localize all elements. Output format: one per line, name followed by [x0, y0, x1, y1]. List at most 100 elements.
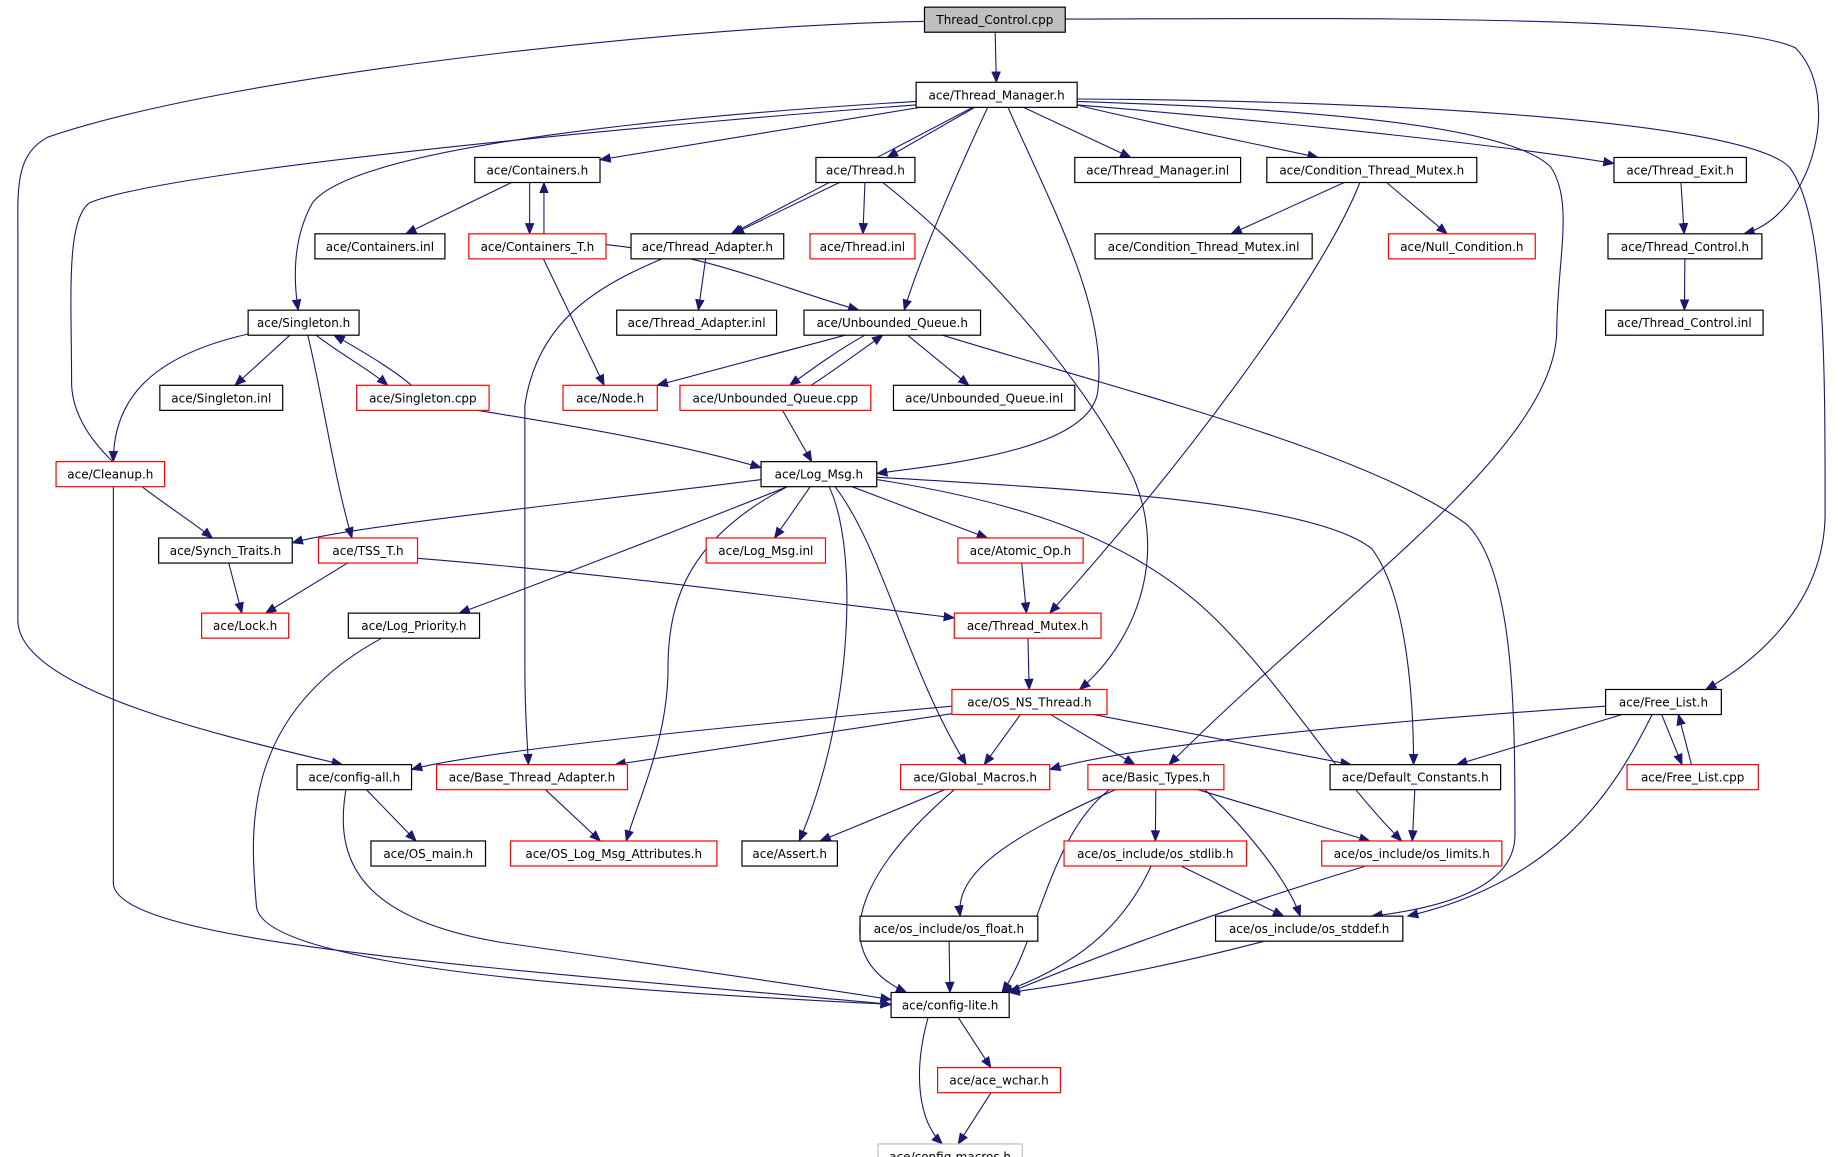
node-box[interactable] [1063, 840, 1248, 867]
node-free-list-h[interactable]: ace/Free_List.h [1605, 688, 1722, 716]
node-box[interactable] [200, 612, 290, 639]
node-log-msg-inl[interactable]: ace/Log_Msg.inl [705, 537, 827, 564]
node-box[interactable] [55, 461, 166, 488]
node-node-h[interactable]: ace/Node.h [562, 384, 658, 411]
node-os-stdlib-h[interactable]: ace/os_include/os_stdlib.h [1063, 840, 1248, 867]
node-box[interactable] [474, 156, 601, 184]
node-thread-h[interactable]: ace/Thread.h [815, 156, 916, 184]
node-box[interactable] [809, 233, 916, 260]
node-box[interactable] [1321, 840, 1503, 867]
node-box[interactable] [509, 840, 718, 867]
node-containers-inl[interactable]: ace/Containers.inl [314, 233, 446, 260]
node-box[interactable] [1605, 688, 1722, 716]
node-unbounded-queue-cpp[interactable]: ace/Unbounded_Queue.cpp [679, 384, 872, 411]
node-ace-wchar-h[interactable]: ace/ace_wchar.h [937, 1067, 1062, 1094]
node-singleton-h[interactable]: ace/Singleton.h [247, 309, 360, 336]
node-os-float-h[interactable]: ace/os_include/os_float.h [859, 915, 1039, 942]
node-config-lite-h[interactable]: ace/config-lite.h [890, 991, 1010, 1019]
node-box[interactable] [760, 461, 878, 488]
node-synch-traits-h[interactable]: ace/Synch_Traits.h [158, 537, 293, 564]
node-box[interactable] [915, 81, 1078, 108]
node-box[interactable] [1613, 156, 1747, 184]
node-box[interactable] [247, 309, 360, 336]
node-box[interactable] [317, 537, 419, 564]
node-box[interactable] [1626, 764, 1759, 791]
node-thread-adapter-h[interactable]: ace/Thread_Adapter.h [630, 233, 785, 260]
node-box[interactable] [1607, 233, 1763, 260]
node-containers-h[interactable]: ace/Containers.h [474, 156, 601, 184]
node-os-stddef-h[interactable]: ace/os_include/os_stddef.h [1214, 915, 1404, 942]
node-log-priority-h[interactable]: ace/Log_Priority.h [347, 612, 481, 639]
node-box[interactable] [347, 612, 481, 639]
node-box[interactable] [705, 537, 827, 564]
node-thread-manager-inl[interactable]: ace/Thread_Manager.inl [1074, 156, 1242, 184]
node-box[interactable] [951, 688, 1108, 716]
node-os-log-msg-attributes-h[interactable]: ace/OS_Log_Msg_Attributes.h [509, 840, 718, 867]
node-box[interactable] [1214, 915, 1404, 942]
node-containers-t-h[interactable]: ace/Containers_T.h [468, 233, 607, 260]
node-box[interactable] [435, 764, 629, 791]
node-box[interactable] [900, 764, 1051, 791]
node-default-constants-h[interactable]: ace/Default_Constants.h [1329, 764, 1502, 791]
node-box[interactable] [296, 764, 413, 791]
node-thread-adapter-inl[interactable]: ace/Thread_Adapter.inl [616, 309, 778, 336]
node-box[interactable] [815, 156, 916, 184]
node-config-all-h[interactable]: ace/config-all.h [296, 764, 413, 791]
node-box[interactable] [953, 612, 1102, 639]
node-unbounded-queue-h[interactable]: ace/Unbounded_Queue.h [803, 309, 982, 336]
node-box[interactable] [923, 6, 1066, 33]
node-box[interactable] [314, 233, 446, 260]
node-os-main-h[interactable]: ace/OS_main.h [370, 840, 487, 867]
node-box[interactable] [159, 384, 284, 411]
node-box[interactable] [741, 840, 839, 867]
node-box[interactable] [890, 991, 1010, 1019]
node-box[interactable] [562, 384, 658, 411]
node-box[interactable] [1266, 156, 1478, 184]
node-box[interactable] [679, 384, 872, 411]
node-condition-thread-mutex-h[interactable]: ace/Condition_Thread_Mutex.h [1266, 156, 1478, 184]
node-singleton-cpp[interactable]: ace/Singleton.cpp [356, 384, 490, 411]
node-box[interactable] [1329, 764, 1502, 791]
node-box[interactable] [1074, 156, 1242, 184]
node-box[interactable] [158, 537, 293, 564]
node-thread-mutex-h[interactable]: ace/Thread_Mutex.h [953, 612, 1102, 639]
node-box[interactable] [630, 233, 785, 260]
node-box[interactable] [892, 384, 1076, 411]
node-box[interactable] [1094, 233, 1313, 260]
node-box[interactable] [937, 1067, 1062, 1094]
node-log-msg-h[interactable]: ace/Log_Msg.h [760, 461, 878, 488]
node-box[interactable] [370, 840, 487, 867]
node-box[interactable] [616, 309, 778, 336]
node-box[interactable] [859, 915, 1039, 942]
node-thread-inl[interactable]: ace/Thread.inl [809, 233, 916, 260]
node-os-ns-thread-h[interactable]: ace/OS_NS_Thread.h [951, 688, 1108, 716]
node-condition-thread-mutex-inl[interactable]: ace/Condition_Thread_Mutex.inl [1094, 233, 1313, 260]
node-base-thread-adapter-h[interactable]: ace/Base_Thread_Adapter.h [435, 764, 629, 791]
node-box[interactable] [957, 537, 1084, 564]
node-box[interactable] [1087, 764, 1225, 791]
node-cleanup-h[interactable]: ace/Cleanup.h [55, 461, 166, 488]
node-tss-t-h[interactable]: ace/TSS_T.h [317, 537, 419, 564]
node-box[interactable] [803, 309, 982, 336]
node-lock-h[interactable]: ace/Lock.h [200, 612, 290, 639]
node-global-macros-h[interactable]: ace/Global_Macros.h [900, 764, 1051, 791]
node-box[interactable] [1605, 309, 1764, 336]
node-singleton-inl[interactable]: ace/Singleton.inl [159, 384, 284, 411]
node-config-macros-h[interactable]: ace/config-macros.h [877, 1143, 1023, 1157]
node-basic-types-h[interactable]: ace/Basic_Types.h [1087, 764, 1225, 791]
node-atomic-op-h[interactable]: ace/Atomic_Op.h [957, 537, 1084, 564]
node-thread-control-h[interactable]: ace/Thread_Control.h [1607, 233, 1763, 260]
node-box[interactable] [468, 233, 607, 260]
node-assert-h[interactable]: ace/Assert.h [741, 840, 839, 867]
node-box[interactable] [356, 384, 490, 411]
node-os-limits-h[interactable]: ace/os_include/os_limits.h [1321, 840, 1503, 867]
node-box[interactable] [877, 1143, 1023, 1157]
node-thread-control-inl[interactable]: ace/Thread_Control.inl [1605, 309, 1764, 336]
node-thread-control-cpp[interactable]: Thread_Control.cpp [923, 6, 1066, 33]
node-thread-exit-h[interactable]: ace/Thread_Exit.h [1613, 156, 1747, 184]
node-unbounded-queue-inl[interactable]: ace/Unbounded_Queue.inl [892, 384, 1076, 411]
node-null-condition-h[interactable]: ace/Null_Condition.h [1387, 233, 1536, 260]
node-box[interactable] [1387, 233, 1536, 260]
node-free-list-cpp[interactable]: ace/Free_List.cpp [1626, 764, 1759, 791]
node-thread-manager-h[interactable]: ace/Thread_Manager.h [915, 81, 1078, 108]
